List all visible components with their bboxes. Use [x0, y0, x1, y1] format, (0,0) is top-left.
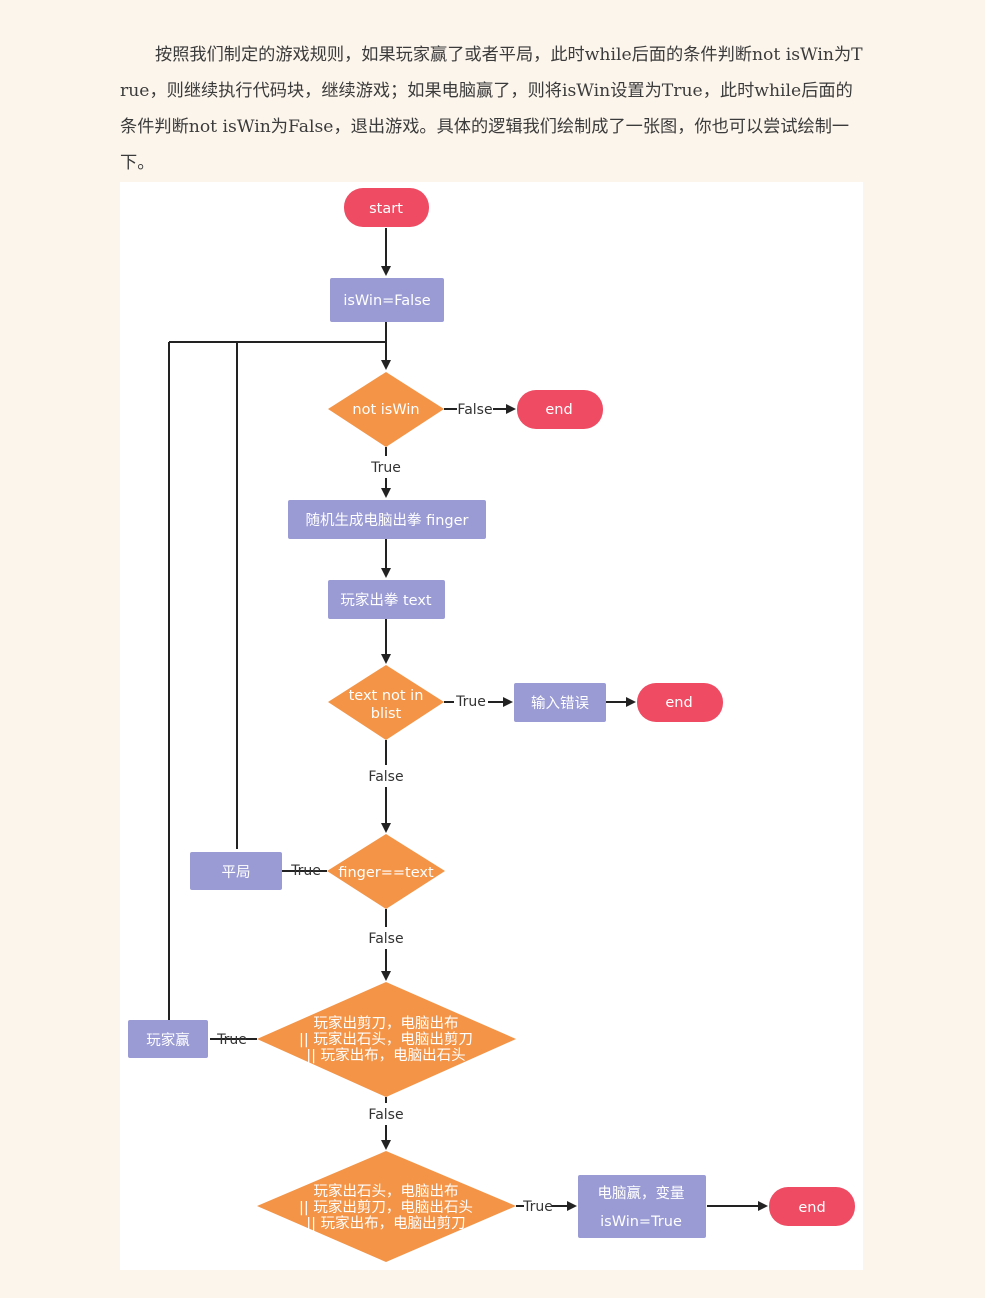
node-player-win: 玩家赢 — [128, 1020, 208, 1058]
node-cond-computer-win: 玩家出石头，电脑出布 || 玩家出剪刀，电脑出石头 || 玩家出布，电脑出剪刀 — [257, 1151, 516, 1262]
node-init: isWin=False — [330, 278, 444, 322]
node-cond-blist-label-2: blist — [371, 706, 402, 722]
node-cond-blist: text not in blist — [328, 665, 444, 740]
node-computer-finger-label: 随机生成电脑出拳 finger — [305, 512, 468, 529]
node-cond-computer-win-label-2: || 玩家出剪刀，电脑出石头 — [299, 1198, 473, 1216]
node-player-text-label: 玩家出拳 text — [340, 592, 432, 609]
node-player-text: 玩家出拳 text — [328, 580, 445, 619]
node-init-label: isWin=False — [343, 293, 430, 309]
node-input-error: 输入错误 — [514, 683, 606, 722]
label-player-win-true: True — [216, 1032, 247, 1048]
node-draw: 平局 — [190, 852, 282, 890]
node-cond-player-win: 玩家出剪刀，电脑出布 || 玩家出石头，电脑出剪刀 || 玩家出布，电脑出石头 — [257, 982, 516, 1097]
node-start: start — [344, 188, 429, 227]
node-computer-win-label-2: isWin=True — [600, 1214, 682, 1230]
node-start-label: start — [369, 201, 403, 217]
node-cond-computer-win-label-1: 玩家出石头，电脑出布 — [314, 1183, 459, 1200]
node-computer-win: 电脑赢，变量 isWin=True — [578, 1175, 706, 1238]
node-input-error-label: 输入错误 — [531, 695, 589, 712]
label-player-win-false: False — [368, 1107, 403, 1123]
node-cond-player-win-label-3: || 玩家出布，电脑出石头 — [306, 1047, 465, 1064]
node-computer-finger: 随机生成电脑出拳 finger — [288, 500, 486, 539]
node-cond-loop-label: not isWin — [352, 402, 419, 418]
node-end-1: end — [517, 390, 603, 429]
node-end-3-label: end — [798, 1200, 825, 1216]
label-blist-false: False — [368, 769, 403, 785]
node-end-1-label: end — [545, 402, 572, 418]
label-loop-false: False — [457, 402, 492, 418]
label-blist-true: True — [455, 694, 486, 710]
node-cond-blist-label-1: text not in — [349, 688, 424, 704]
label-loop-true: True — [370, 460, 401, 476]
label-equal-false: False — [368, 931, 403, 947]
flowchart-svg: start isWin=False not isWin False end Tr… — [128, 188, 855, 1262]
node-end-2: end — [637, 683, 723, 722]
flowchart-figure: start isWin=False not isWin False end Tr… — [120, 182, 863, 1270]
connectors — [168, 228, 768, 1211]
node-draw-label: 平局 — [222, 865, 251, 881]
node-end-2-label: end — [665, 695, 692, 711]
intro-paragraph: 按照我们制定的游戏规则，如果玩家赢了或者平局，此时while后面的条件判断not… — [120, 45, 863, 174]
node-cond-player-win-label-1: 玩家出剪刀，电脑出布 — [314, 1014, 459, 1032]
node-cond-player-win-label-2: || 玩家出石头，电脑出剪刀 — [299, 1030, 473, 1048]
label-equal-true: True — [290, 863, 321, 879]
node-cond-loop: not isWin — [328, 372, 444, 447]
node-cond-equal: finger==text — [327, 834, 445, 909]
node-player-win-label: 玩家赢 — [146, 1032, 190, 1049]
node-end-3: end — [769, 1187, 855, 1226]
node-cond-computer-win-label-3: || 玩家出布，电脑出剪刀 — [306, 1214, 465, 1232]
label-computer-win-true: True — [522, 1199, 553, 1215]
node-cond-equal-label: finger==text — [338, 865, 434, 881]
node-computer-win-label-1: 电脑赢，变量 — [598, 1185, 685, 1202]
